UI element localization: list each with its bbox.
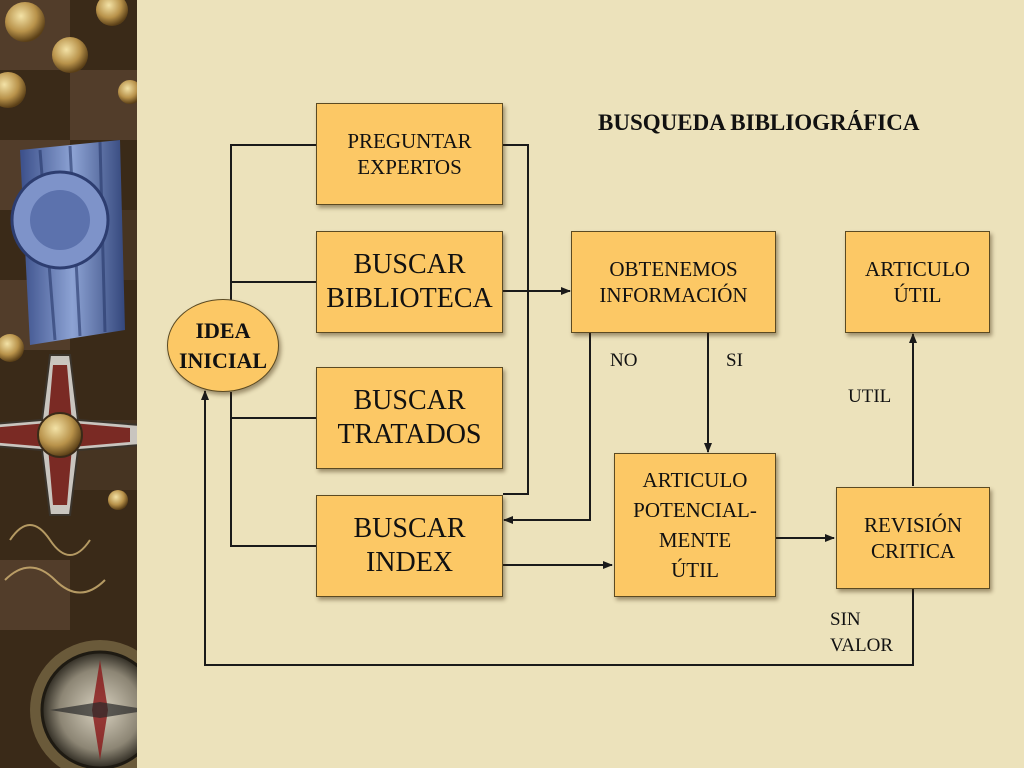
- edge-label-sin-valor: SIN VALOR: [830, 607, 893, 659]
- node-obtenemos-informacion-line-2: INFORMACIÓN: [599, 283, 748, 307]
- node-potencial-line-1: ARTICULO: [642, 468, 748, 492]
- node-preguntar-expertos: PREGUNTAR EXPERTOS: [316, 103, 503, 205]
- edge-label-si: SI: [726, 350, 743, 371]
- node-buscar-biblioteca: BUSCAR BIBLIOTECA: [316, 231, 503, 333]
- node-revision-critica: REVISIÓN CRITICA: [836, 487, 990, 589]
- diagram-title: BUSQUEDA BIBLIOGRÁFICA: [598, 110, 920, 135]
- node-idea-inicial-line-1: IDEA: [195, 317, 251, 343]
- connector-idea-to-expertos: [230, 144, 316, 300]
- node-articulo-util: ARTICULO ÚTIL: [845, 231, 990, 333]
- node-buscar-tratados-line-1: BUSCAR: [353, 385, 466, 416]
- node-buscar-biblioteca-line-1: BUSCAR: [353, 249, 466, 280]
- connector-idea-to-index: [230, 418, 316, 547]
- node-potencial-line-4: ÚTIL: [671, 558, 719, 582]
- node-revision-critica-line-1: REVISIÓN: [864, 513, 962, 537]
- node-obtenemos-informacion-line-1: OBTENEMOS: [609, 257, 738, 281]
- edge-label-no: NO: [610, 350, 638, 371]
- edge-label-sin-valor-line-1: SIN: [830, 609, 861, 630]
- node-idea-inicial: IDEA INICIAL: [167, 299, 279, 392]
- node-articulo-util-line-1: ARTICULO: [865, 257, 970, 281]
- edge-label-sin-valor-line-2: VALOR: [830, 635, 893, 656]
- node-buscar-index: BUSCAR INDEX: [316, 495, 503, 597]
- node-revision-critica-line-2: CRITICA: [871, 539, 955, 563]
- node-buscar-tratados-line-2: TRATADOS: [337, 419, 482, 450]
- node-articulo-util-line-2: ÚTIL: [893, 283, 942, 307]
- edge-label-util: UTIL: [848, 386, 892, 407]
- node-preguntar-expertos-line-2: EXPERTOS: [357, 155, 462, 179]
- node-buscar-index-line-1: BUSCAR: [353, 513, 466, 544]
- decorative-medal-image: [0, 0, 137, 768]
- node-articulo-potencialmente-util: ARTICULO POTENCIAL- MENTE ÚTIL: [614, 453, 776, 597]
- node-potencial-line-2: POTENCIAL-: [633, 498, 757, 522]
- connector-expertos-to-bus: [503, 144, 529, 495]
- node-obtenemos-informacion: OBTENEMOS INFORMACIÓN: [571, 231, 776, 333]
- node-buscar-index-line-2: INDEX: [365, 547, 454, 578]
- node-buscar-tratados: BUSCAR TRATADOS: [316, 367, 503, 469]
- node-buscar-biblioteca-line-2: BIBLIOTECA: [326, 283, 493, 314]
- arrow-sin-valor-to-idea: [201, 390, 914, 666]
- node-potencial-line-3: MENTE: [658, 528, 732, 552]
- node-preguntar-expertos-line-1: PREGUNTAR: [347, 129, 472, 153]
- node-idea-inicial-line-2: INICIAL: [178, 347, 268, 373]
- connector-idea-to-tratados: [230, 392, 316, 419]
- arrow-no-to-index: [503, 333, 591, 524]
